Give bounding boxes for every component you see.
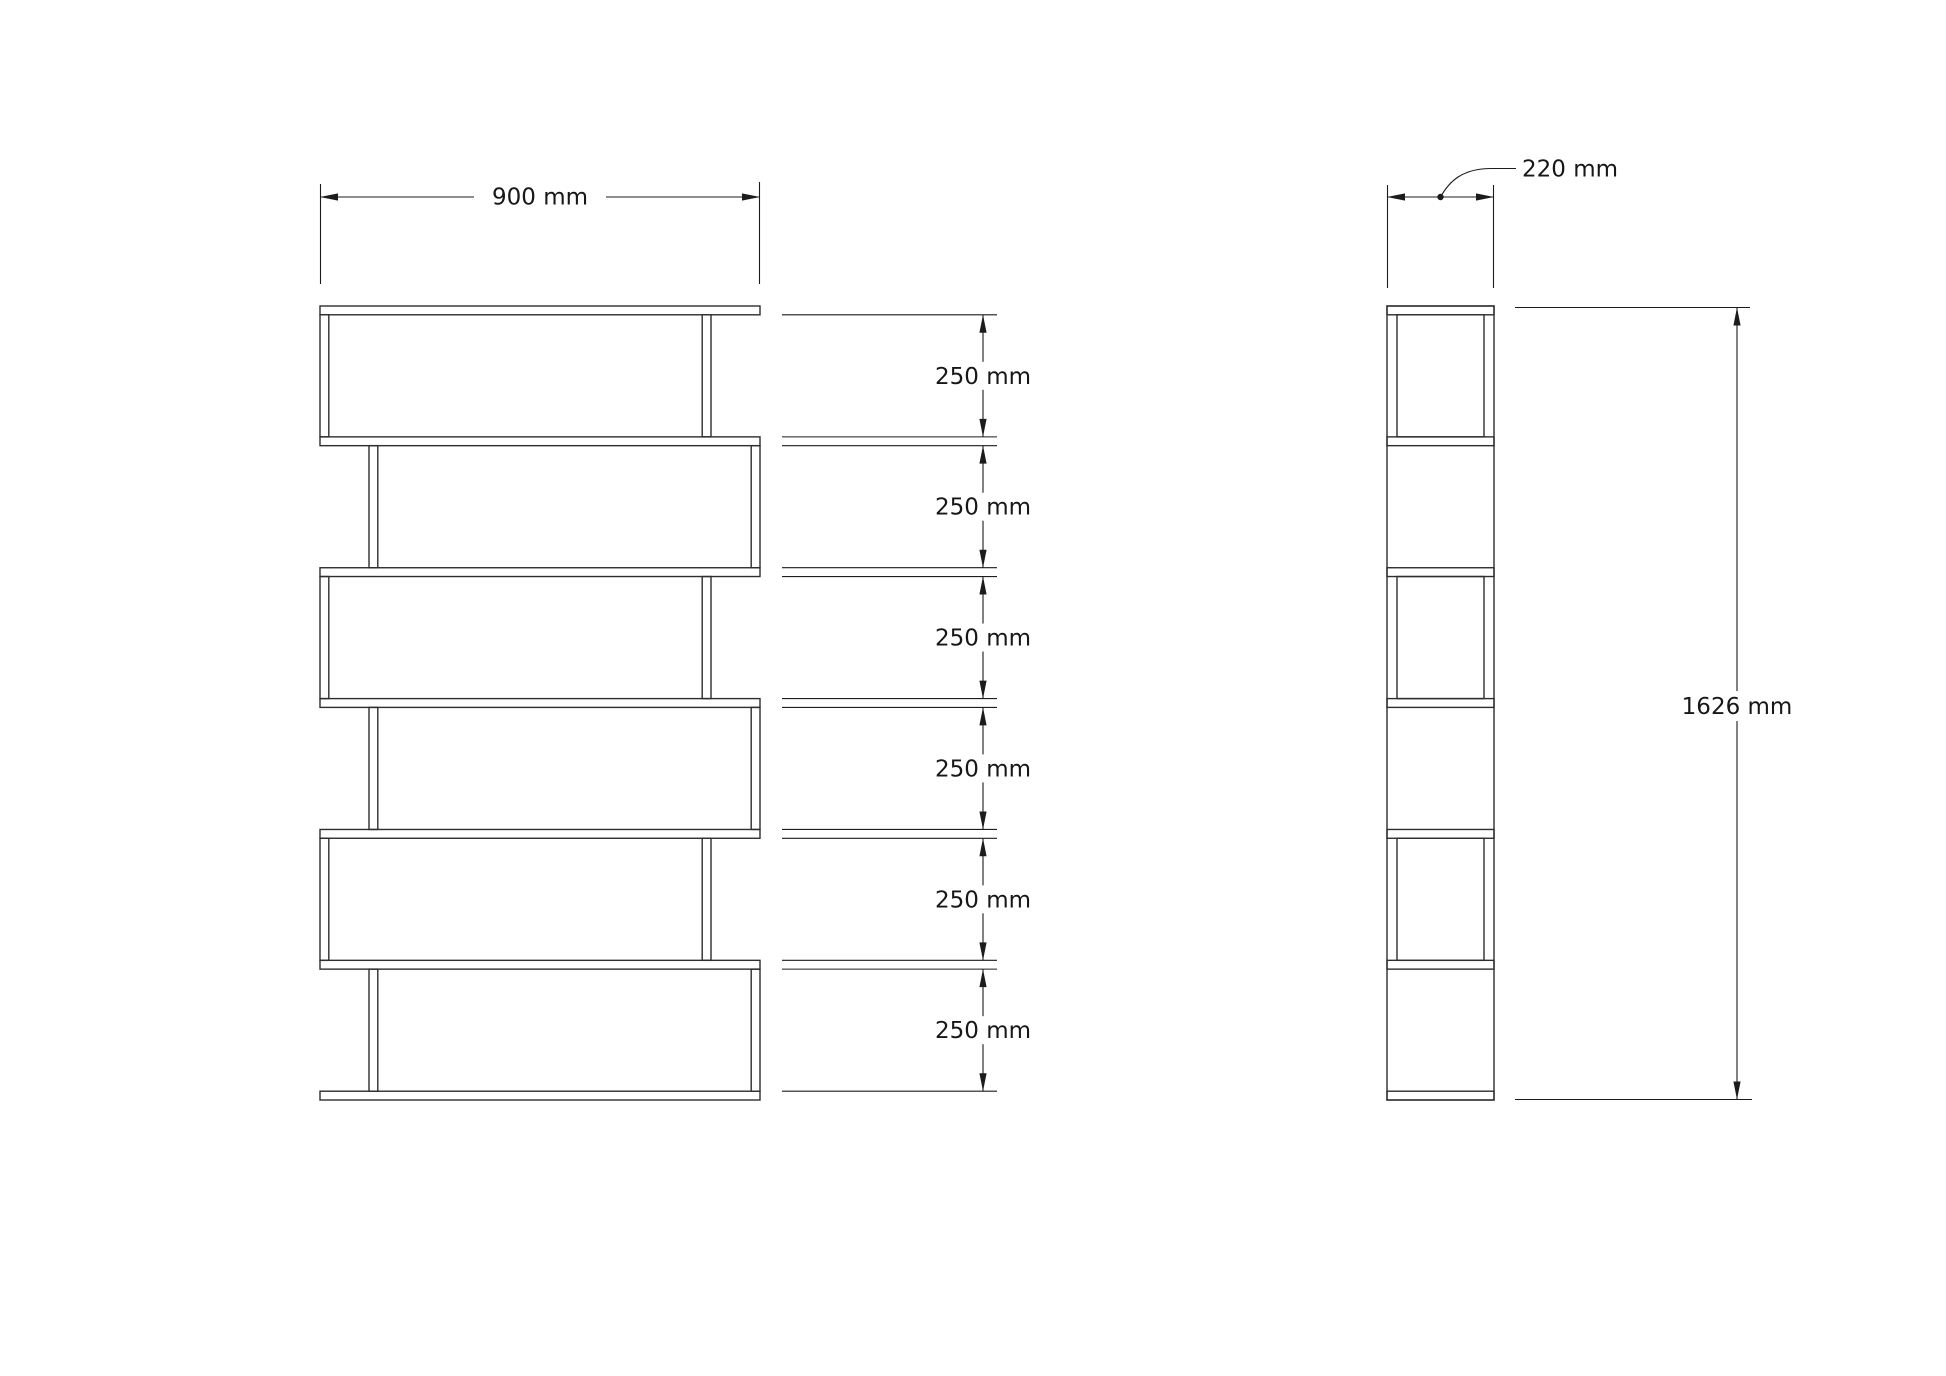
dimension-text-mask: [931, 754, 1035, 783]
arrowhead: [979, 418, 987, 437]
dimension-text-mask: [1674, 691, 1800, 721]
height-dimension-label: 1626 mm: [1682, 694, 1793, 720]
opening-dimension-label: 250 mm: [935, 756, 1031, 782]
arrowhead: [1733, 307, 1741, 326]
divider-face-outline: [1396, 314, 1485, 438]
shelf-board-edge: [1386, 1090, 1495, 1101]
divider-panel: [368, 444, 379, 569]
side-panel-right: [750, 444, 761, 569]
opening-dimensions: 250 mm 250 mm 250 mm 250 mm 250 mm 250 mm: [782, 314, 1035, 1092]
arrowhead: [979, 549, 987, 568]
opening-dimension-label: 250 mm: [935, 887, 1031, 913]
shelf-board: [319, 567, 761, 578]
divider-panel: [701, 575, 712, 700]
side-panel-left: [319, 575, 330, 700]
leader-curve: [1440, 167, 1516, 198]
arrowhead: [979, 576, 987, 595]
width-dimension-label: 900 mm: [492, 185, 588, 211]
arrowhead: [979, 838, 987, 857]
side-panel-left: [319, 837, 330, 962]
arrowhead: [979, 811, 987, 830]
divider-face-outline: [1396, 575, 1485, 700]
dimension-text-mask: [931, 492, 1035, 521]
arrowhead: [979, 707, 987, 726]
shelf-board: [319, 959, 761, 970]
shelf-board: [319, 436, 761, 447]
shelf-board: [319, 828, 761, 839]
arrowhead: [1387, 193, 1405, 201]
side-panel-left: [319, 314, 330, 438]
arrowhead: [742, 193, 760, 201]
arrowhead: [979, 1073, 987, 1092]
dimension-text-mask: [931, 623, 1035, 652]
shelf-board: [319, 1090, 761, 1101]
dimension-text-mask: [931, 361, 1035, 390]
side-view: [1386, 305, 1495, 1101]
divider-face-outline: [1396, 837, 1485, 962]
shelf-board: [319, 305, 761, 316]
dimension-text-mask: [931, 885, 1035, 914]
arrowhead: [1733, 1081, 1741, 1100]
shelf-board-edge: [1386, 567, 1495, 578]
arrowhead: [1476, 193, 1494, 201]
shelf-board-edge: [1386, 828, 1495, 839]
dimension-text-mask: [474, 183, 606, 210]
shelf-board-edge: [1386, 959, 1495, 970]
divider-panel: [368, 706, 379, 831]
opening-dimension-label: 250 mm: [935, 1018, 1031, 1044]
depth-dimension-label: 220 mm: [1522, 157, 1618, 183]
divider-panel: [368, 968, 379, 1092]
side-panel-right: [750, 968, 761, 1092]
opening-dimension-label: 250 mm: [935, 364, 1031, 390]
arrowhead: [979, 445, 987, 464]
shelf-board: [319, 697, 761, 709]
opening-dimension-label: 250 mm: [935, 495, 1031, 521]
depth-dimension: 220 mm: [1386, 157, 1618, 288]
opening-dimension-label: 250 mm: [935, 626, 1031, 652]
arrowhead: [320, 193, 338, 201]
arrowhead: [979, 942, 987, 961]
height-dimension: 1626 mm: [1515, 306, 1800, 1101]
arrowhead: [979, 969, 987, 988]
arrowhead: [979, 314, 987, 333]
shelf-board-edge: [1386, 305, 1495, 316]
side-panel-right: [750, 706, 761, 831]
front-view: [319, 305, 761, 1101]
shelf-board-edge: [1386, 697, 1495, 709]
divider-panel: [701, 314, 712, 438]
divider-panel: [701, 837, 712, 962]
shelf-board-edge: [1386, 436, 1495, 447]
arrowhead: [979, 680, 987, 699]
dimension-text-mask: [931, 1016, 1035, 1045]
width-dimension: 900 mm: [319, 182, 761, 284]
side-view-outline: [1386, 305, 1495, 1101]
